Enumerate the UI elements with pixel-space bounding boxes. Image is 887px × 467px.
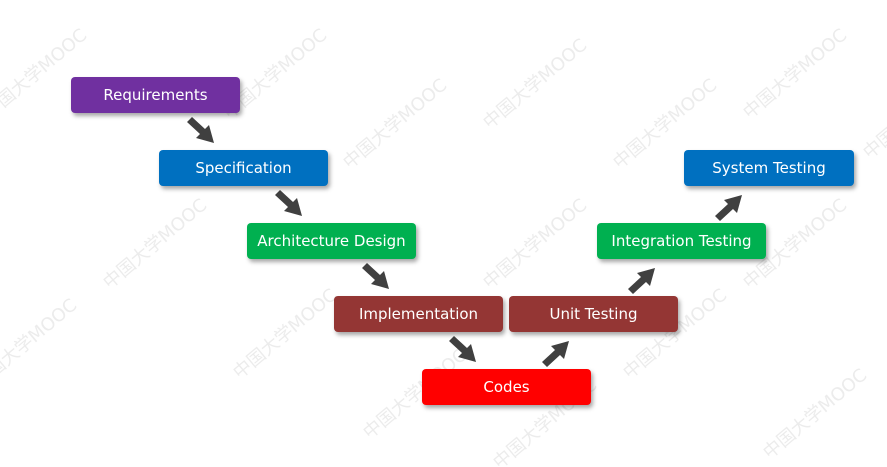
node-label: Requirements [103, 86, 208, 104]
arrow-icon [275, 190, 302, 216]
node-codes: Codes [422, 369, 591, 405]
arrow-icon [628, 268, 655, 294]
arrow-architecture-to-implementation [362, 263, 389, 289]
node-architecture-design: Architecture Design [247, 223, 416, 259]
node-label: Codes [483, 378, 530, 396]
arrow-icon [187, 117, 214, 143]
node-implementation: Implementation [334, 296, 503, 332]
node-label: Integration Testing [611, 232, 752, 250]
arrow-icon [449, 336, 476, 362]
node-label: Unit Testing [549, 305, 638, 323]
node-requirements: Requirements [71, 77, 240, 113]
arrow-specification-to-architecture [275, 190, 302, 216]
node-label: Specification [195, 159, 292, 177]
arrow-icon [362, 263, 389, 289]
arrow-requirements-to-specification [187, 117, 214, 143]
arrow-icon [542, 341, 569, 367]
node-integration-testing: Integration Testing [597, 223, 766, 259]
node-system-testing: System Testing [684, 150, 854, 186]
arrow-integration-to-system [715, 195, 742, 221]
arrow-codes-to-unit-testing [542, 341, 569, 367]
node-unit-testing: Unit Testing [509, 296, 678, 332]
node-label: Architecture Design [257, 232, 406, 250]
node-label: Implementation [358, 305, 479, 323]
arrow-icon [715, 195, 742, 221]
node-label: System Testing [712, 159, 826, 177]
node-specification: Specification [159, 150, 328, 186]
arrow-implementation-to-codes [449, 336, 476, 362]
arrow-unit-testing-to-integration [628, 268, 655, 294]
